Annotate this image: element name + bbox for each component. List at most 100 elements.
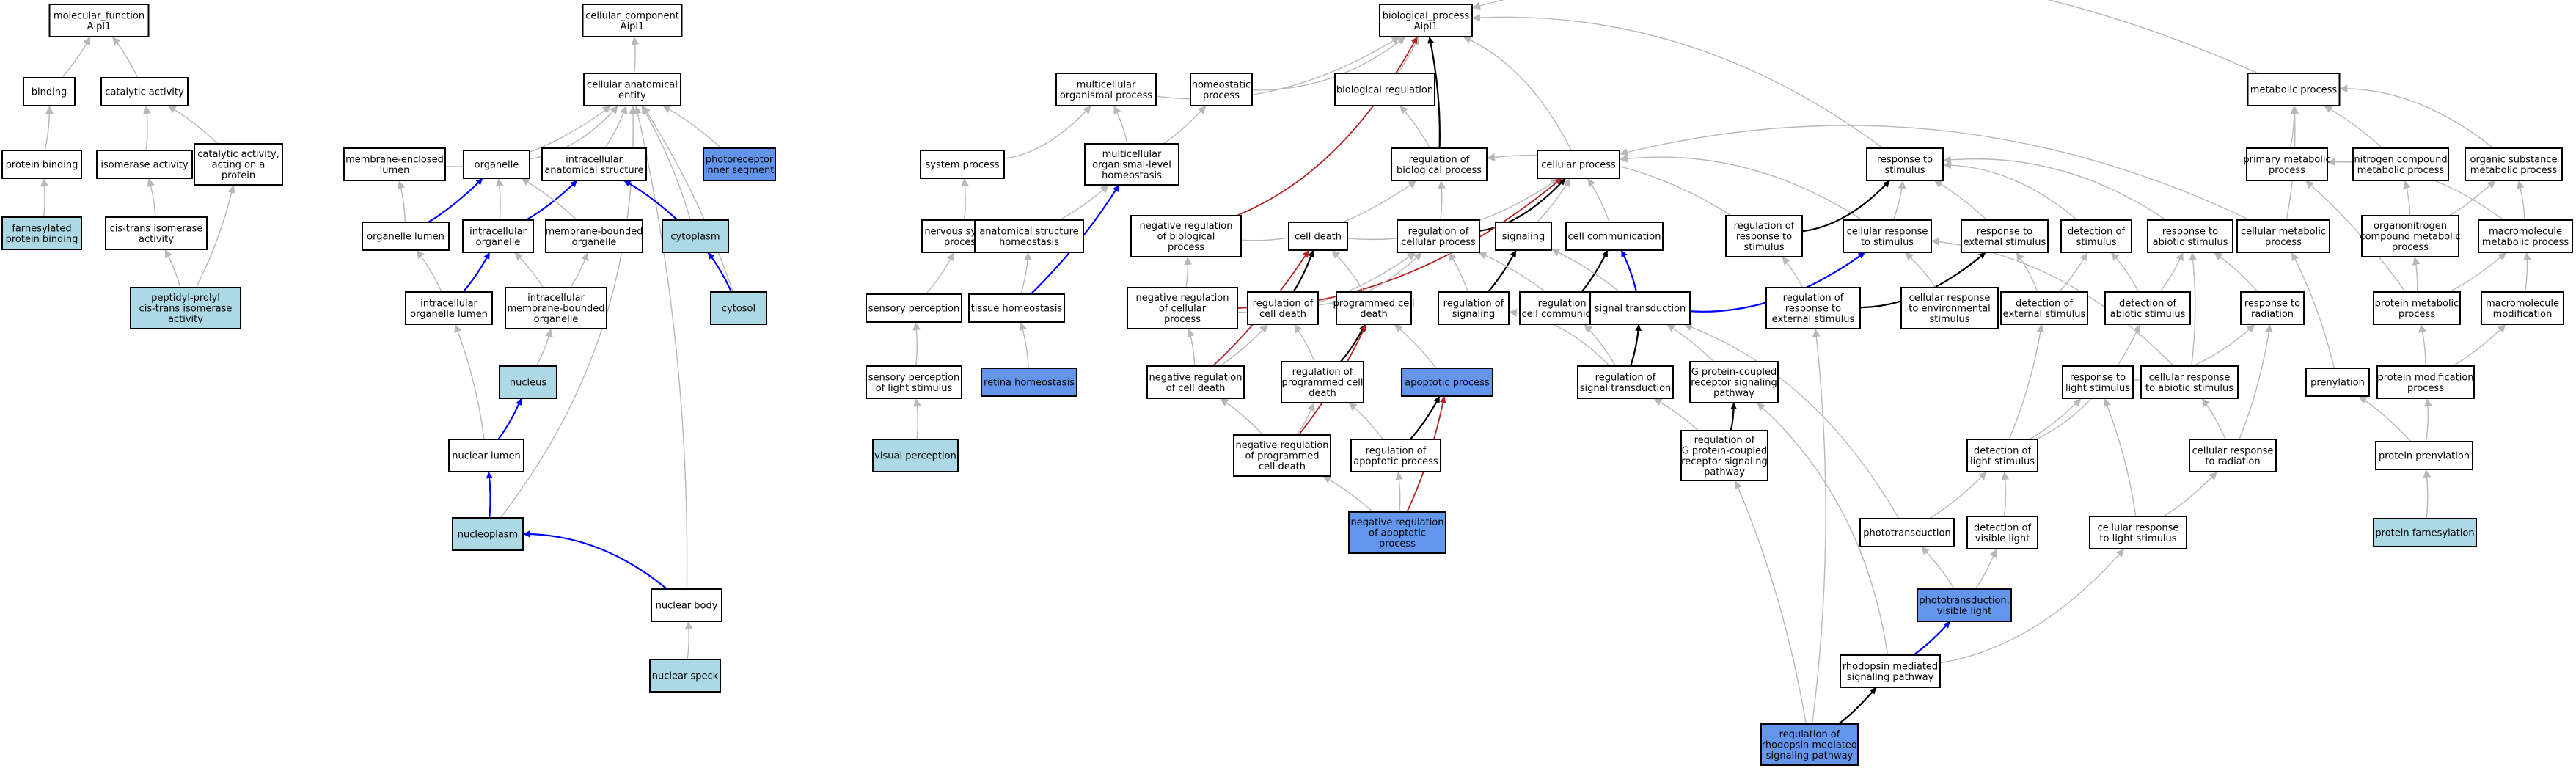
go-term-node-celldeath[interactable]: cell death xyxy=(1288,222,1348,251)
go-term-node-bioreg[interactable]: biological regulation xyxy=(1334,73,1435,106)
go-term-node-nucleus[interactable]: nucleus xyxy=(499,365,557,399)
go-term-node-cellcomm[interactable]: cell communication xyxy=(1565,222,1664,251)
go-term-node-protfarn[interactable]: protein farnesylation xyxy=(2373,518,2477,547)
go-term-node-organelle[interactable]: organelle xyxy=(463,150,530,179)
go-term-node-sysproc[interactable]: system process xyxy=(920,150,1005,179)
go-term-node-ptvis[interactable]: phototransduction,visible light xyxy=(1917,588,2012,622)
go-term-node-sigtrans[interactable]: signal transduction xyxy=(1589,291,1691,325)
go-term-node-phototrans[interactable]: phototransduction xyxy=(1859,518,1955,547)
go-term-node-apopt[interactable]: apoptotic process xyxy=(1401,368,1493,397)
go-term-node-binding[interactable]: binding xyxy=(23,77,76,106)
go-term-node-nucleoplasm[interactable]: nucleoplasm xyxy=(452,517,524,551)
go-term-node-catalytic[interactable]: catalytic activity xyxy=(100,77,189,106)
go-term-label-regcd-line-1: cell death xyxy=(1259,309,1306,320)
go-term-node-retina[interactable]: retina homeostasis xyxy=(981,368,1077,397)
go-term-node-nucbody[interactable]: nuclear body xyxy=(651,588,722,622)
go-term-node-protprenyl[interactable]: protein prenylation xyxy=(2375,441,2473,470)
go-term-node-signaling[interactable]: signaling xyxy=(1495,222,1552,251)
go-term-node-protbind[interactable]: protein binding xyxy=(1,150,82,179)
go-term-node-isomerase[interactable]: isomerase activity xyxy=(96,150,193,179)
go-term-node-visperc[interactable]: visual perception xyxy=(872,439,959,472)
go-term-box-cytosol xyxy=(710,291,767,325)
edge-sigtrans-to-cellcomm xyxy=(1620,249,1638,293)
go-term-node-metab[interactable]: metabolic process xyxy=(2247,73,2341,106)
go-term-node-cellproc[interactable]: cellular process xyxy=(1537,150,1620,179)
go-term-node-tissue[interactable]: tissue homeostasis xyxy=(968,293,1065,323)
go-term-node-sensperc[interactable]: sensory perception xyxy=(866,293,962,323)
go-term-node-orglumen[interactable]: organelle lumen xyxy=(362,222,450,251)
go-term-node-cytosol[interactable]: cytosol xyxy=(710,291,767,325)
go-term-label-negregpcd-line-1: of programmed xyxy=(1245,451,1319,462)
go-term-node-prenyl[interactable]: prenylation xyxy=(2305,368,2370,397)
go-term-node-nucspeck[interactable]: nuclear speck xyxy=(649,659,721,693)
go-term-node-nuclumen[interactable]: nuclear lumen xyxy=(448,439,524,472)
go-term-node-cytoplasm[interactable]: cytoplasm xyxy=(662,219,729,253)
